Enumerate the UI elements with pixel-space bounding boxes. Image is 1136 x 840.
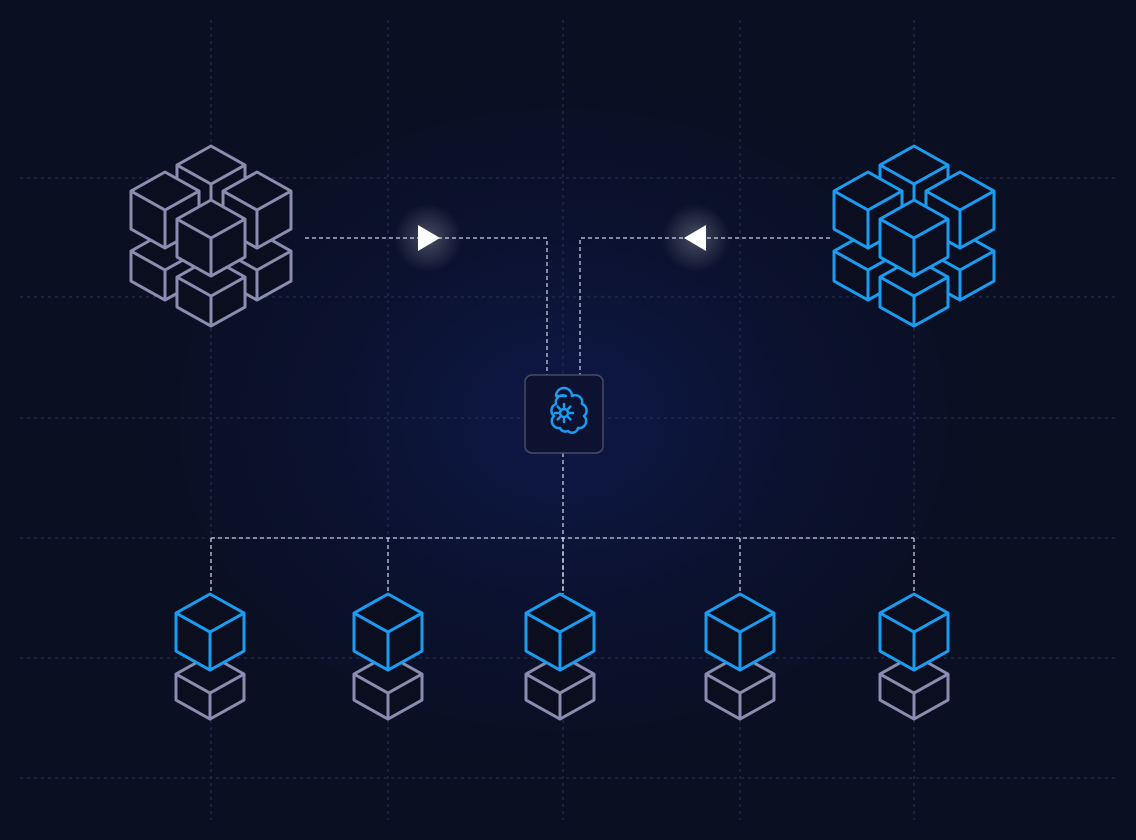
hub-node[interactable] — [524, 374, 604, 454]
target-cube-cluster-icon — [832, 144, 996, 328]
cube-icon — [352, 653, 424, 721]
brain-gear-icon — [550, 386, 588, 434]
bottom-nodes — [174, 592, 950, 721]
cube-icon — [878, 198, 950, 278]
cube-icon — [878, 592, 950, 672]
arrow-left-icon — [684, 225, 706, 251]
cube-icon — [524, 592, 596, 672]
cube-icon — [704, 653, 776, 721]
stacked-cubes-icon — [878, 592, 950, 721]
connectors — [210, 237, 915, 594]
stacked-cubes-icon — [524, 592, 596, 721]
stacked-cubes-icon — [352, 592, 424, 721]
cube-icon — [878, 256, 950, 328]
cube-icon — [704, 592, 776, 672]
arrows — [394, 204, 730, 272]
cube-icon — [174, 592, 246, 672]
cube-icon — [175, 256, 247, 328]
stacked-cubes-icon — [174, 592, 246, 721]
arrow-right-icon — [418, 225, 440, 251]
cube-icon — [524, 653, 596, 721]
cube-icon — [174, 653, 246, 721]
cube-icon — [175, 198, 247, 278]
source-cube-cluster-icon — [129, 144, 293, 328]
cube-icon — [878, 653, 950, 721]
connector-line — [305, 237, 548, 375]
hub-box[interactable] — [524, 374, 604, 454]
cube-icon — [352, 592, 424, 672]
stacked-cubes-icon — [704, 592, 776, 721]
